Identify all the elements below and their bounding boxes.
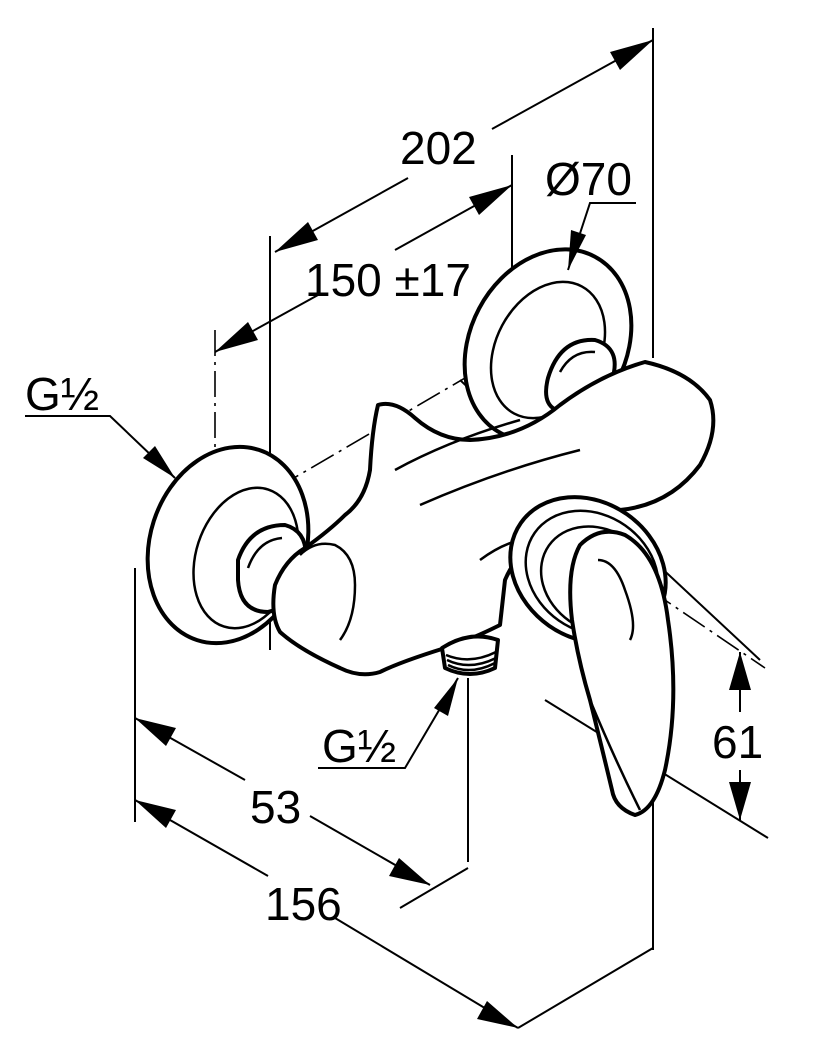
dimension-lines [25,39,751,1029]
mixer-body [271,360,716,677]
thread-outlet-label: G½ [322,720,396,772]
thread-inlet-label: G½ [25,368,99,420]
lever-handle [568,529,676,817]
dimension-61-label: 61 [712,716,763,768]
dimension-diameter-label: Ø70 [545,153,632,205]
outlet-nozzle [440,634,500,676]
dimension-150-label: 150 ±17 [305,254,471,306]
dimension-53-label: 53 [250,781,301,833]
dimension-202-label: 202 [400,122,477,174]
dimension-labels: 202 150 ±17 Ø70 G½ G½ 53 156 61 [25,122,763,930]
dimension-156-label: 156 [265,878,342,930]
